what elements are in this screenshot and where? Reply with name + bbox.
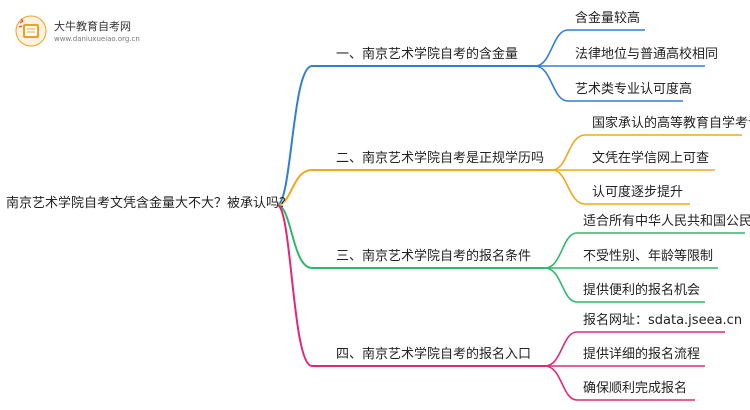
leaf-node-2-2: 文凭在学信网上可查 [592, 151, 710, 166]
connector-leaf-4-1 [544, 331, 578, 367]
book-logo-icon [15, 15, 47, 47]
connector-leaf-1-3 [534, 65, 569, 102]
connector-leaf-2-3 [551, 169, 586, 205]
leaf-node-1-2: 法律地位与普通高校相同 [575, 47, 719, 62]
leaf-node-3-1: 适合所有中华人民共和国公民 [583, 214, 750, 229]
leaf-node-2-3: 认可度逐步提升 [592, 185, 684, 200]
leaf-node-1-1: 含金量较高 [575, 11, 641, 26]
branch-node-4: 四、南京艺术学院自考的报名入口 [336, 347, 532, 362]
connector-leaf-3-3 [544, 267, 578, 303]
connector-leaf-3-1 [544, 232, 578, 269]
connector-branch-1 [276, 65, 313, 206]
branch-node-3: 三、南京艺术学院自考的报名条件 [336, 249, 532, 264]
site-logo[interactable]: 大牛教育自考网 www.daniuxueiao.org.cn [14, 14, 184, 50]
logo-title: 大牛教育自考网 [54, 20, 131, 33]
leaf-node-3-3: 提供便利的报名机会 [583, 283, 701, 298]
connector-leaf-2-1 [551, 134, 586, 171]
leaf-node-4-2: 提供详细的报名流程 [583, 347, 701, 362]
leaf-node-1-3: 艺术类专业认可度高 [575, 82, 693, 97]
branch-node-2: 二、南京艺术学院自考是正规学历吗 [336, 151, 545, 166]
leaf-node-4-3: 确保顺利完成报名 [583, 381, 688, 396]
leaf-node-3-2: 不受性别、年龄等限制 [583, 249, 714, 264]
connector-leaf-4-3 [544, 365, 578, 401]
connector-branch-4 [276, 204, 313, 367]
connector-leaf-1-1 [534, 29, 569, 67]
root-node: 南京艺术学院自考文凭含金量大不大？被承认吗？ [6, 196, 293, 211]
leaf-node-2-1: 国家承认的高等教育自学考试 [592, 116, 750, 131]
connector-branch-3 [276, 204, 313, 269]
connector-branch-2 [276, 169, 313, 206]
logo-url: www.daniuxueiao.org.cn [54, 35, 140, 43]
branch-node-1: 一、南京艺术学院自考的含金量 [336, 47, 519, 62]
leaf-node-4-1: 报名网址：sdata.jseea.cn [583, 313, 743, 328]
